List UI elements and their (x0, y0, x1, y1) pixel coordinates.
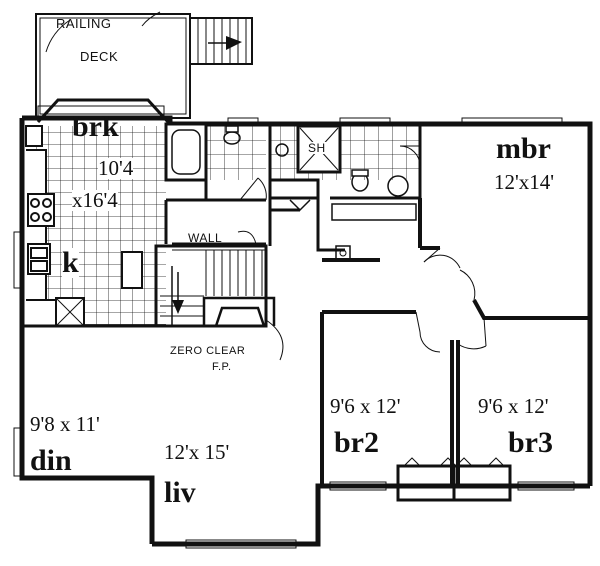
railing-label: RAILING (56, 16, 112, 31)
fireplace (202, 296, 284, 361)
bedroom3-label: br3 (508, 426, 553, 459)
breakfast-room-label: brk (72, 110, 119, 143)
living-dimensions: 12'x 15' (164, 440, 230, 464)
dining-dimensions: 9'8 x 11' (30, 412, 100, 436)
living-room-label: liv (164, 476, 196, 509)
bedroom2-dimensions: 9'6 x 12' (330, 394, 401, 418)
deck-label: DECK (80, 49, 119, 64)
dining-room-label: din (30, 444, 72, 477)
fireplace-label-line2: F.P. (212, 361, 232, 373)
bedroom3-dimensions: 9'6 x 12' (478, 394, 549, 418)
breakfast-dimensions-line1: 10'4 (98, 156, 134, 180)
fireplace-label-line1: ZERO CLEAR (170, 345, 246, 357)
breakfast-dimensions-line2: x16'4 (72, 188, 118, 212)
kitchen-label: k (62, 246, 79, 279)
master-bedroom-dimensions: 12'x14' (494, 170, 555, 194)
bathroom (164, 122, 267, 202)
interior-walls (22, 200, 272, 328)
breakfast-bay (36, 98, 170, 124)
master-bath (268, 124, 422, 261)
hall-doors (415, 247, 487, 353)
wall-label: WALL (188, 231, 223, 245)
stairwell (154, 230, 268, 328)
windows (13, 105, 575, 549)
bedroom-closets (396, 457, 512, 502)
shower-label: SH (308, 141, 326, 155)
stairs-to-deck (189, 17, 253, 118)
bedroom2-label: br2 (334, 426, 379, 459)
kitchen-counters (25, 125, 143, 327)
hall-walls (320, 198, 590, 486)
master-bedroom-label: mbr (496, 132, 551, 165)
